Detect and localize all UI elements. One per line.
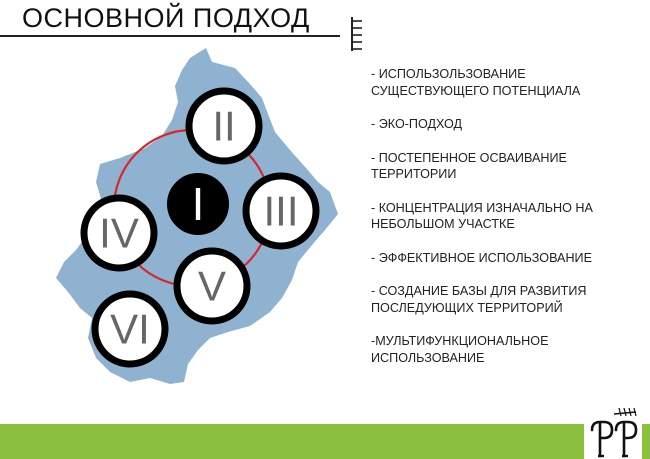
- principle-item: - СОЗДАНИЕ БАЗЫ ДЛЯ РАЗВИТИЯ ПОСЛЕДУЮЩИХ…: [371, 284, 587, 315]
- principle-item: - ИСПОЛЬЗОЛЬЗОВАНИЕ СУЩЕСТВУЮЩЕГО ПОТЕНЦ…: [371, 67, 581, 98]
- zone-circle: [185, 87, 263, 165]
- zone-circle: [242, 172, 320, 250]
- zone-circle: [80, 194, 158, 272]
- zone-numeral: VI: [110, 306, 150, 353]
- zone-circle: [173, 247, 251, 325]
- principle-item: - КОНЦЕНТРАЦИЯ ИЗНАЧАЛЬНО НА НЕБОЛЬШОМ У…: [371, 200, 593, 232]
- principle-item: -МУЛЬТИФУНКЦИОНАЛЬНОЕ ИСПОЛЬЗОВАНИЕ: [371, 334, 549, 365]
- footer-bar: [0, 424, 650, 459]
- zone-numeral: V: [198, 263, 226, 310]
- principle-item: - ПОСТЕПЕННОЕ ОСВАИВАНИЕ ТЕРРИТОРИИ: [371, 150, 567, 182]
- principle-item: - ЭФФЕКТИВНОЕ ИСПОЛЬЗОВАНИЕ: [371, 250, 592, 265]
- title-underline: [0, 35, 340, 37]
- zone-numeral: II: [212, 103, 235, 150]
- page-title: ОСНОВНОЙ ПОДХОД: [22, 3, 310, 33]
- zone-numeral: III: [263, 188, 298, 235]
- principle-item: - ЭКО-ПОДХОД: [371, 117, 463, 131]
- zone-numeral: I: [192, 178, 205, 230]
- principles-list: - ИСПОЛЬЗОЛЬЗОВАНИЕ СУЩЕСТВУЮЩЕГО ПОТЕНЦ…: [371, 66, 641, 383]
- zone-circle: [167, 173, 229, 235]
- comb-mark-icon: [351, 17, 362, 51]
- zone-numeral: IV: [99, 210, 139, 257]
- monogram-logo-icon: [584, 408, 642, 459]
- zone-circle: [91, 290, 169, 368]
